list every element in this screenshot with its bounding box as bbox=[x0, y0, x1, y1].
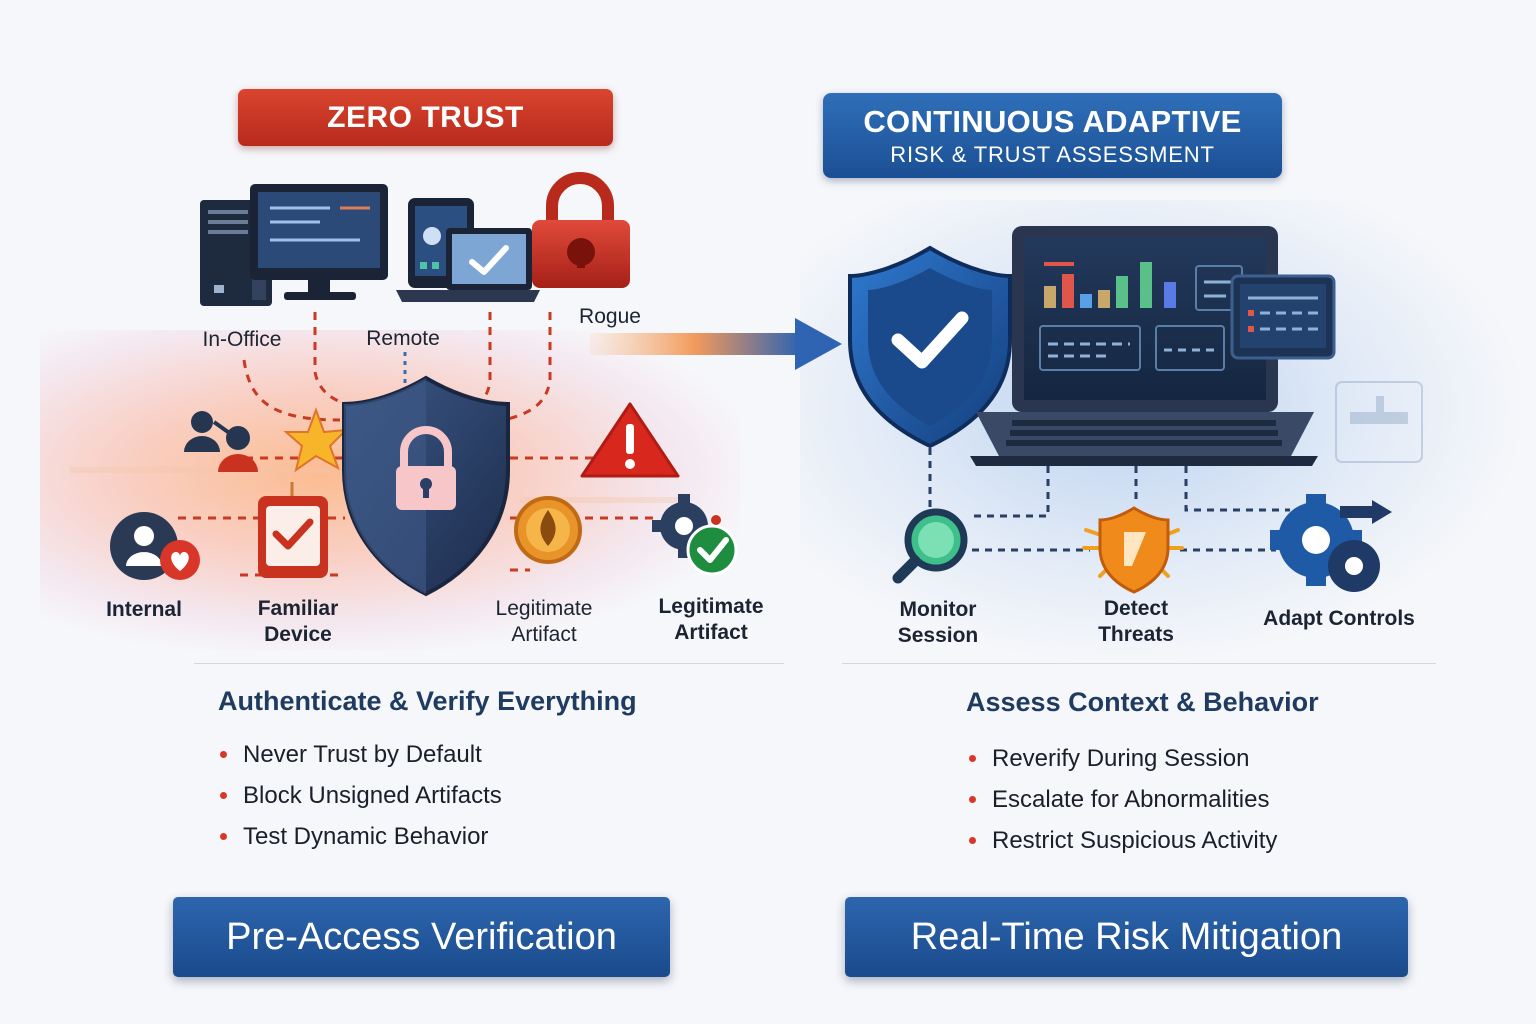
bullet-dot-icon bbox=[969, 796, 976, 803]
list-item: Block Unsigned Artifacts bbox=[220, 775, 502, 816]
shield-lock-icon bbox=[342, 375, 510, 597]
bullet-dot-icon bbox=[220, 792, 227, 799]
bullet-text: Block Unsigned Artifacts bbox=[243, 781, 502, 809]
warning-triangle-icon bbox=[580, 402, 680, 478]
bullet-dot-icon bbox=[969, 755, 976, 762]
label-internal: Internal bbox=[106, 598, 182, 621]
analytics-laptop-icon bbox=[970, 226, 1336, 466]
bullet-text: Escalate for Abnormalities bbox=[992, 785, 1270, 813]
list-item: Restrict Suspicious Activity bbox=[969, 820, 1277, 861]
zero-trust-banner: ZERO TRUST bbox=[238, 89, 613, 146]
users-link-icon bbox=[184, 411, 258, 472]
right-bullet-list: Reverify During Session Escalate for Abn… bbox=[969, 738, 1277, 861]
right-connectors bbox=[928, 448, 1290, 552]
left-divider bbox=[194, 663, 784, 664]
label-monitor-session: Monitor Session bbox=[897, 598, 979, 647]
label-legitimate-artifact-2: Legitimate Artifact bbox=[658, 595, 764, 644]
faded-panel-icon bbox=[1335, 381, 1423, 463]
laptop-check-icon bbox=[396, 228, 540, 302]
clipboard-check-icon bbox=[258, 482, 328, 578]
gear-check-icon bbox=[652, 494, 738, 576]
banner-title: CONTINUOUS ADAPTIVE bbox=[863, 104, 1242, 139]
certificate-badge-icon bbox=[514, 496, 582, 564]
label-rogue: Rogue bbox=[579, 305, 641, 328]
bullet-dot-icon bbox=[220, 751, 227, 758]
real-time-risk-mitigation-button[interactable]: Real-Time Risk Mitigation bbox=[845, 897, 1408, 977]
bullet-dot-icon bbox=[969, 837, 976, 844]
shield-check-icon bbox=[848, 245, 1012, 449]
list-item: Escalate for Abnormalities bbox=[969, 779, 1277, 820]
banner-subtitle: RISK & TRUST ASSESSMENT bbox=[890, 142, 1215, 167]
starburst-icon bbox=[283, 407, 349, 473]
list-item: Test Dynamic Behavior bbox=[220, 816, 502, 857]
list-item: Reverify During Session bbox=[969, 738, 1277, 779]
pre-access-verification-button[interactable]: Pre-Access Verification bbox=[173, 897, 670, 977]
shield-alert-icon bbox=[1082, 506, 1184, 594]
bullet-text: Restrict Suspicious Activity bbox=[992, 826, 1278, 854]
label-in-office: In-Office bbox=[202, 328, 282, 351]
arrow-right-icon bbox=[590, 318, 842, 370]
label-detect-threats: Detect Threats bbox=[1098, 597, 1174, 646]
continuous-adaptive-banner: CONTINUOUS ADAPTIVE RISK & TRUST ASSESSM… bbox=[823, 93, 1282, 178]
label-familiar-device: Familiar Device bbox=[257, 597, 339, 646]
bullet-text: Test Dynamic Behavior bbox=[243, 822, 489, 850]
label-legitimate-artifact-1: Legitimate Artifact bbox=[495, 597, 593, 646]
bullet-text: Reverify During Session bbox=[992, 744, 1250, 772]
padlock-red-icon bbox=[532, 172, 630, 288]
right-heading: Assess Context & Behavior bbox=[966, 687, 1319, 717]
label-remote: Remote bbox=[366, 327, 440, 350]
magnifier-icon bbox=[892, 508, 968, 584]
user-heart-icon bbox=[110, 512, 200, 580]
left-bullet-list: Never Trust by Default Block Unsigned Ar… bbox=[220, 734, 502, 857]
left-heading: Authenticate & Verify Everything bbox=[218, 686, 637, 716]
list-item: Never Trust by Default bbox=[220, 734, 502, 775]
right-divider bbox=[842, 663, 1436, 664]
bullet-text: Never Trust by Default bbox=[243, 740, 482, 768]
bullet-dot-icon bbox=[220, 833, 227, 840]
desktop-monitor-icon bbox=[250, 184, 388, 300]
gears-key-icon bbox=[1270, 494, 1392, 592]
label-adapt-controls: Adapt Controls bbox=[1263, 607, 1415, 630]
